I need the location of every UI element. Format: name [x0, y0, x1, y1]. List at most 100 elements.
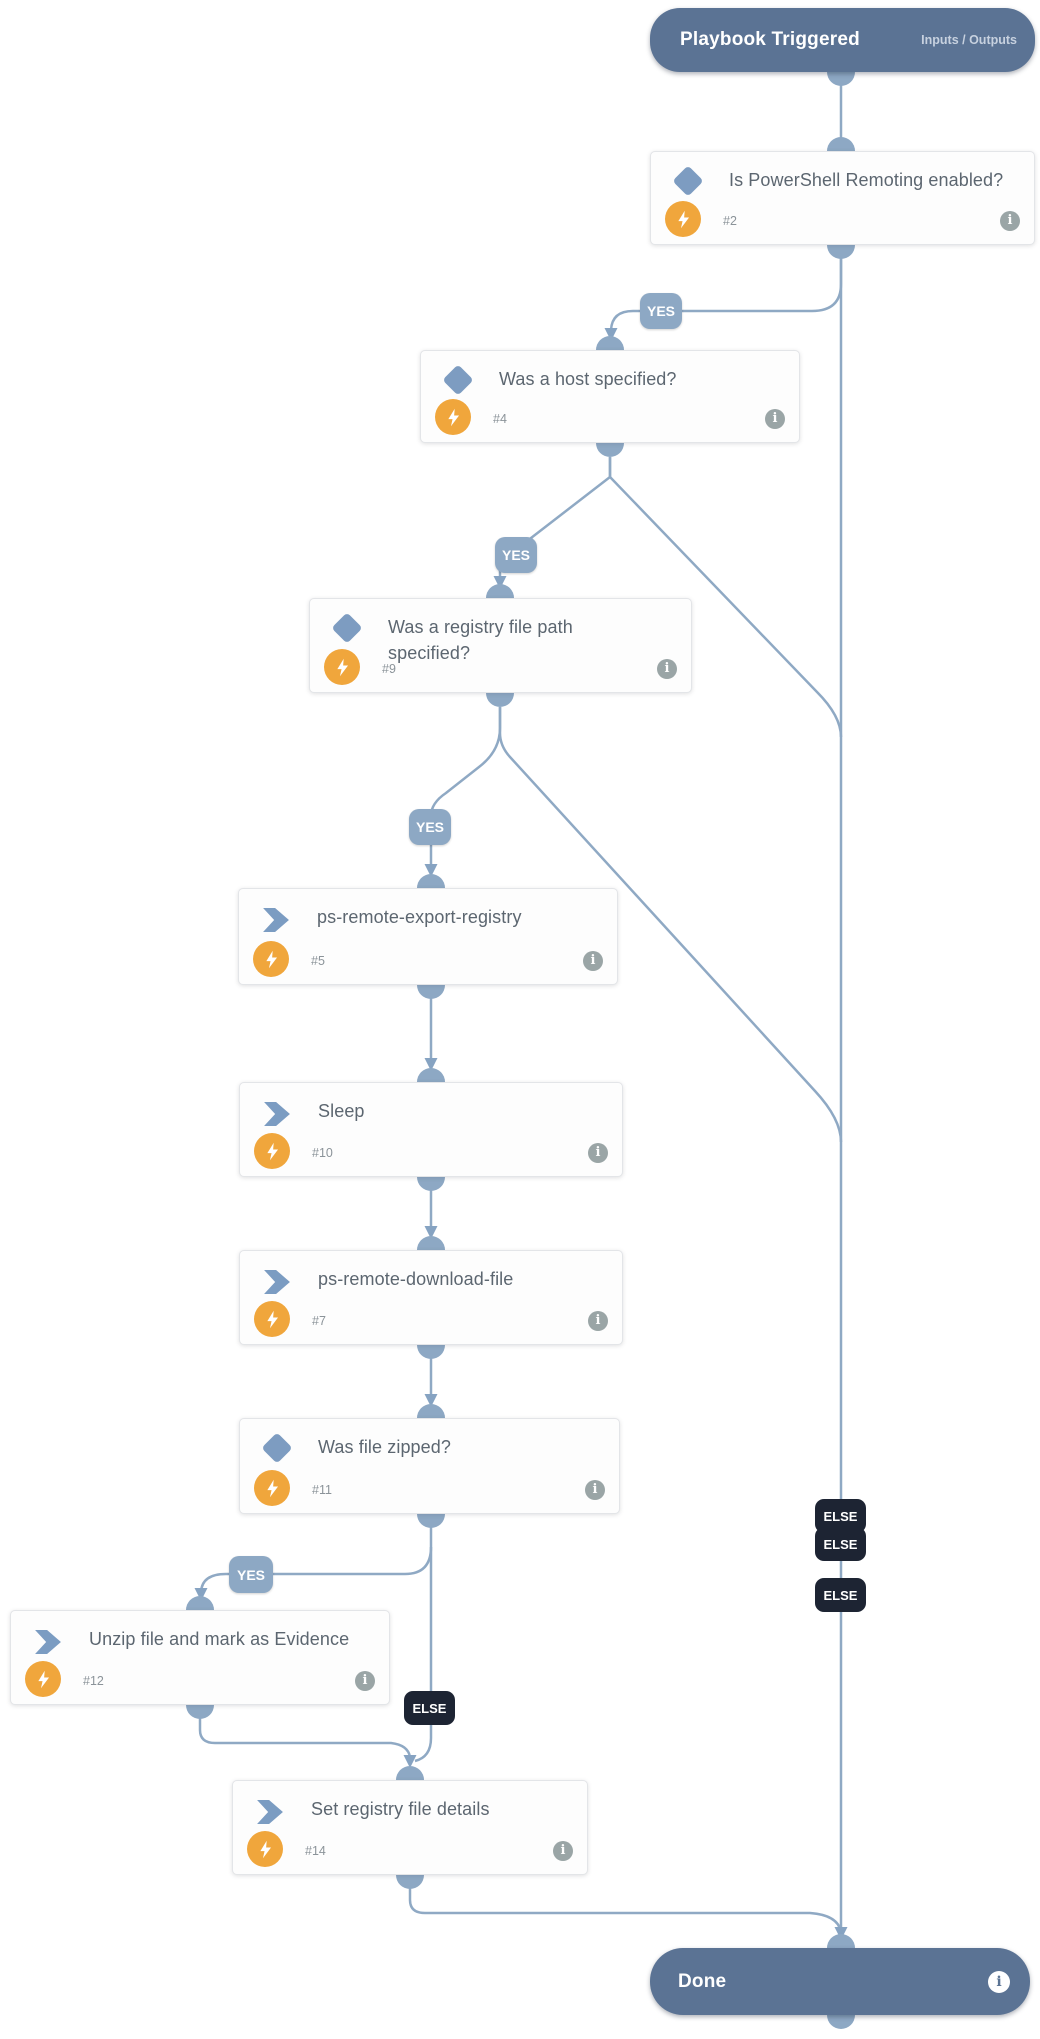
port-n5-top[interactable] — [417, 874, 445, 888]
yes-label-n9-n5: YES — [409, 809, 451, 845]
lightning-icon — [254, 1470, 290, 1506]
node-n2-decision[interactable]: Is PowerShell Remoting enabled? #2 i — [650, 151, 1035, 245]
port-n12-top[interactable] — [186, 1596, 214, 1610]
edge-n11-else-n14 — [414, 1527, 433, 1763]
port-start-bottom[interactable] — [827, 72, 855, 86]
port-n7-bottom[interactable] — [417, 1345, 445, 1359]
yes-label-n2-n4: YES — [640, 293, 682, 329]
port-n9-bottom[interactable] — [486, 693, 514, 707]
info-icon[interactable]: i — [588, 1311, 608, 1331]
port-n14-bottom[interactable] — [396, 1875, 424, 1889]
lightning-icon — [435, 399, 471, 435]
action-chevron-icon — [264, 1270, 290, 1294]
inputs-outputs-link[interactable]: Inputs / Outputs — [921, 33, 1017, 47]
action-chevron-icon — [263, 908, 289, 932]
node-title: Was a registry file path specified? — [388, 617, 573, 663]
port-n5-bottom[interactable] — [417, 985, 445, 999]
node-n14-action[interactable]: Set registry file details #14 i — [232, 1780, 588, 1875]
port-n2-top[interactable] — [827, 137, 855, 151]
info-icon[interactable]: i — [765, 409, 785, 429]
arrowhead-into-n14 — [403, 1755, 417, 1768]
else-label-n4: ELSE — [815, 1527, 866, 1561]
node-title: Was a host specified? — [499, 369, 677, 389]
node-title: Is PowerShell Remoting enabled? — [729, 170, 1004, 190]
node-id: #7 — [312, 1314, 326, 1328]
node-id: #11 — [312, 1483, 332, 1497]
info-icon[interactable]: i — [583, 951, 603, 971]
port-n7-top[interactable] — [417, 1236, 445, 1250]
node-id: #12 — [83, 1674, 104, 1688]
node-title: Was file zipped? — [318, 1437, 451, 1457]
end-node-done[interactable]: Done i — [650, 1948, 1030, 2015]
port-n14-top[interactable] — [396, 1766, 424, 1780]
node-n7-action[interactable]: ps-remote-download-file #7 i — [239, 1250, 623, 1345]
port-n10-top[interactable] — [417, 1068, 445, 1082]
lightning-icon — [25, 1661, 61, 1697]
node-id: #2 — [723, 214, 737, 228]
port-done-top[interactable] — [827, 1934, 855, 1948]
node-n4-decision[interactable]: Was a host specified? #4 i — [420, 350, 800, 443]
node-id: #9 — [382, 662, 396, 676]
edge-n14-done — [408, 1888, 843, 1933]
lightning-icon — [247, 1831, 283, 1867]
arrowhead-into-n5 — [424, 864, 438, 877]
info-icon[interactable]: i — [657, 659, 677, 679]
info-icon[interactable]: i — [553, 1841, 573, 1861]
start-node-playbook-triggered[interactable]: Playbook Triggered Inputs / Outputs — [650, 8, 1035, 72]
port-n11-bottom[interactable] — [417, 1514, 445, 1528]
port-n10-bottom[interactable] — [417, 1177, 445, 1191]
port-done-bottom[interactable] — [827, 2015, 855, 2029]
node-id: #10 — [312, 1146, 333, 1160]
port-n12-bottom[interactable] — [186, 1705, 214, 1719]
info-icon[interactable]: i — [988, 1970, 1010, 1993]
decision-diamond-icon — [672, 165, 704, 197]
lightning-icon — [253, 941, 289, 977]
else-label-n9: ELSE — [815, 1578, 866, 1612]
arrowhead-into-n7 — [424, 1226, 438, 1239]
decision-diamond-icon — [442, 364, 474, 396]
decision-diamond-icon — [261, 1432, 293, 1464]
port-n4-top[interactable] — [596, 336, 624, 350]
arrowhead-into-done — [834, 1927, 848, 1940]
port-n4-bottom[interactable] — [596, 443, 624, 457]
port-n2-bottom[interactable] — [827, 245, 855, 259]
arrowhead-into-n4 — [604, 328, 618, 341]
port-n11-top[interactable] — [417, 1404, 445, 1418]
node-n5-action[interactable]: ps-remote-export-registry #5 i — [238, 888, 618, 985]
node-id: #4 — [493, 412, 507, 426]
lightning-icon — [254, 1301, 290, 1337]
arrowhead-into-n11 — [424, 1394, 438, 1407]
node-n10-action[interactable]: Sleep #10 i — [239, 1082, 623, 1177]
info-icon[interactable]: i — [588, 1143, 608, 1163]
decision-diamond-icon — [331, 612, 363, 644]
edge-n12-n14 — [198, 1718, 412, 1758]
node-title: Unzip file and mark as Evidence — [89, 1629, 350, 1649]
node-n9-decision[interactable]: Was a registry file path specified? #9 i — [309, 598, 692, 693]
port-n9-top[interactable] — [486, 584, 514, 598]
node-n12-action[interactable]: Unzip file and mark as Evidence #12 i — [10, 1610, 390, 1705]
edge-n4-else-done — [608, 457, 843, 738]
info-icon[interactable]: i — [1000, 211, 1020, 231]
edge-n9-else-done — [498, 707, 843, 1143]
yes-label-n4-n9: YES — [495, 537, 537, 573]
start-node-title: Playbook Triggered — [680, 29, 860, 50]
lightning-icon — [324, 649, 360, 685]
end-node-title: Done — [678, 1970, 727, 1992]
action-chevron-icon — [35, 1630, 61, 1654]
lightning-icon — [665, 201, 701, 237]
else-label-n11: ELSE — [404, 1691, 455, 1725]
node-title: ps-remote-download-file — [318, 1269, 514, 1289]
info-icon[interactable]: i — [585, 1480, 605, 1500]
lightning-icon — [254, 1133, 290, 1169]
arrowhead-into-n10 — [424, 1058, 438, 1071]
edge-n11-yes-n12 — [199, 1546, 433, 1596]
action-chevron-icon — [264, 1102, 290, 1126]
info-icon[interactable]: i — [355, 1671, 375, 1691]
node-id: #5 — [311, 954, 325, 968]
yes-label-n11-n12: YES — [229, 1556, 273, 1593]
node-n11-decision[interactable]: Was file zipped? #11 i — [239, 1418, 620, 1514]
node-title: ps-remote-export-registry — [317, 907, 522, 927]
node-title: Set registry file details — [311, 1799, 490, 1819]
